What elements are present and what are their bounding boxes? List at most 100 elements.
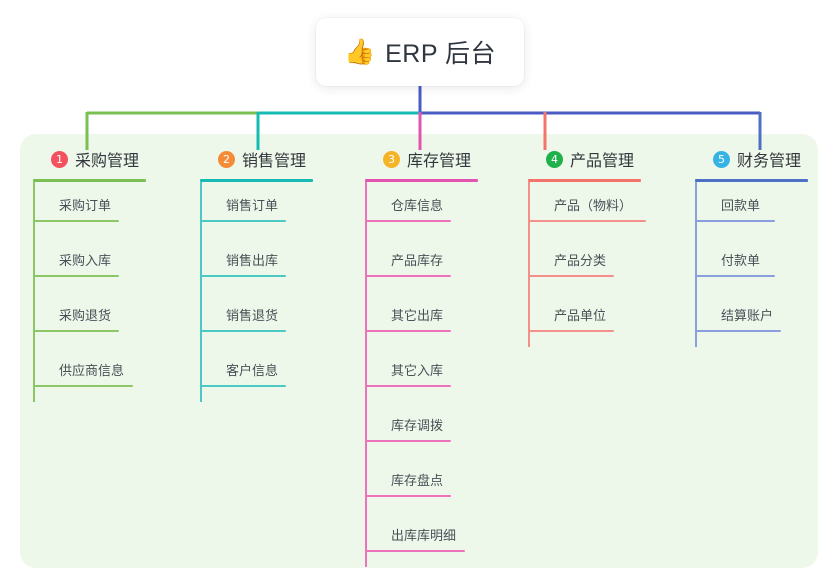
column-header-rule-2 [200, 179, 313, 182]
leaf-item-label: 库存盘点 [391, 473, 444, 488]
leaf-item-label: 出库库明细 [391, 528, 457, 543]
leaf-item-rule [365, 550, 465, 552]
leaf-item-label: 采购退货 [59, 308, 112, 323]
leaf-item-rule [200, 275, 286, 277]
leaf-item-label: 产品（物料） [554, 198, 633, 213]
leaf-item[interactable]: 采购退货 [33, 292, 146, 347]
column-badge-5: 5 [713, 150, 730, 168]
column-header-4[interactable]: 4 产品管理 [528, 145, 641, 173]
leaf-item-rule [695, 220, 775, 222]
thumbs-up-icon: 👍 [343, 37, 376, 66]
leaf-item-rule [365, 385, 451, 387]
leaf-item[interactable]: 销售订单 [200, 182, 313, 237]
leaf-item[interactable]: 回款单 [695, 182, 808, 237]
column-title-3: 库存管理 [407, 153, 472, 170]
column-4: 4 产品管理产品（物料） 产品分类产品单位 [528, 145, 646, 347]
leaf-item-label: 产品分类 [554, 253, 607, 268]
leaf-item-rule [33, 330, 119, 332]
column-badge-3: 3 [383, 150, 400, 168]
leaf-item[interactable]: 产品库存 [365, 237, 478, 292]
column-2: 2 销售管理销售订单销售出库销售退货客户信息 [200, 145, 313, 402]
leaf-list-1: 采购订单采购入库采购退货供应商信息 [33, 182, 146, 402]
leaf-item-rule [365, 440, 451, 442]
leaf-item[interactable]: 产品分类 [528, 237, 641, 292]
leaf-list-4: 产品（物料） 产品分类产品单位 [528, 182, 646, 347]
leaf-item[interactable]: 库存盘点 [365, 457, 478, 512]
leaf-item-rule [528, 330, 614, 332]
leaf-item[interactable]: 销售退货 [200, 292, 313, 347]
leaf-item[interactable]: 产品单位 [528, 292, 641, 347]
column-title-2: 销售管理 [242, 153, 307, 170]
leaf-item[interactable]: 采购订单 [33, 182, 146, 237]
leaf-item[interactable]: 出库库明细 [365, 512, 478, 567]
root-node[interactable]: 👍 ERP 后台 [316, 18, 524, 86]
leaf-item-rule [33, 275, 119, 277]
column-title-1: 采购管理 [75, 153, 140, 170]
leaf-item-rule [528, 220, 646, 222]
leaf-spine-5 [695, 182, 697, 347]
leaf-item[interactable]: 库存调拨 [365, 402, 478, 457]
leaf-item-label: 销售退货 [226, 308, 279, 323]
column-5: 5 财务管理回款单付款单结算账户 [695, 145, 808, 347]
leaf-item[interactable]: 其它入库 [365, 347, 478, 402]
leaf-item-label: 回款单 [721, 198, 761, 213]
column-header-2[interactable]: 2 销售管理 [200, 145, 313, 173]
leaf-item[interactable]: 供应商信息 [33, 347, 146, 402]
leaf-item-rule [695, 330, 781, 332]
column-header-rule-5 [695, 179, 808, 182]
leaf-spine-3 [365, 182, 367, 567]
leaf-item-label: 仓库信息 [391, 198, 444, 213]
leaf-item-rule [528, 275, 614, 277]
leaf-item-label: 客户信息 [226, 363, 279, 378]
column-badge-2: 2 [218, 150, 235, 168]
leaf-item-label: 销售订单 [226, 198, 279, 213]
leaf-item-rule [365, 275, 451, 277]
root-node-label: ERP 后台 [385, 40, 497, 68]
leaf-item-label: 库存调拨 [391, 418, 444, 433]
column-title-4: 产品管理 [570, 153, 635, 170]
leaf-item-rule [200, 330, 286, 332]
leaf-list-3: 仓库信息产品库存其它出库其它入库库存调拨库存盘点出库库明细 [365, 182, 478, 567]
column-title-5: 财务管理 [737, 153, 802, 170]
leaf-item-rule [200, 385, 286, 387]
column-badge-1: 1 [51, 150, 68, 168]
column-header-3[interactable]: 3 库存管理 [365, 145, 478, 173]
leaf-item-label: 其它入库 [391, 363, 444, 378]
column-header-rule-3 [365, 179, 478, 182]
leaf-spine-1 [33, 182, 35, 402]
leaf-item-rule [33, 220, 119, 222]
column-header-1[interactable]: 1 采购管理 [33, 145, 146, 173]
leaf-item-label: 付款单 [721, 253, 761, 268]
leaf-spine-4 [528, 182, 530, 347]
leaf-item-rule [695, 275, 775, 277]
leaf-item-label: 产品库存 [391, 253, 444, 268]
leaf-item[interactable]: 付款单 [695, 237, 808, 292]
leaf-list-2: 销售订单销售出库销售退货客户信息 [200, 182, 313, 402]
leaf-item-rule [365, 220, 451, 222]
leaf-item[interactable]: 销售出库 [200, 237, 313, 292]
leaf-item-label: 采购订单 [59, 198, 112, 213]
leaf-item-rule [200, 220, 286, 222]
leaf-item-label: 采购入库 [59, 253, 112, 268]
leaf-item-label: 其它出库 [391, 308, 444, 323]
leaf-item[interactable]: 产品（物料） [528, 182, 646, 237]
leaf-item-rule [33, 385, 133, 387]
column-header-rule-4 [528, 179, 641, 182]
leaf-item-rule [365, 330, 451, 332]
column-3: 3 库存管理仓库信息产品库存其它出库其它入库库存调拨库存盘点出库库明细 [365, 145, 478, 567]
leaf-list-5: 回款单付款单结算账户 [695, 182, 808, 347]
leaf-item-rule [365, 495, 451, 497]
leaf-item[interactable]: 客户信息 [200, 347, 313, 402]
leaf-item[interactable]: 采购入库 [33, 237, 146, 292]
leaf-item-label: 结算账户 [721, 308, 774, 323]
column-badge-4: 4 [546, 150, 563, 168]
leaf-item[interactable]: 其它出库 [365, 292, 478, 347]
column-1: 1 采购管理采购订单采购入库采购退货供应商信息 [33, 145, 146, 402]
leaf-item-label: 供应商信息 [59, 363, 125, 378]
column-header-5[interactable]: 5 财务管理 [695, 145, 808, 173]
leaf-item[interactable]: 结算账户 [695, 292, 808, 347]
leaf-item[interactable]: 仓库信息 [365, 182, 478, 237]
column-header-rule-1 [33, 179, 146, 182]
